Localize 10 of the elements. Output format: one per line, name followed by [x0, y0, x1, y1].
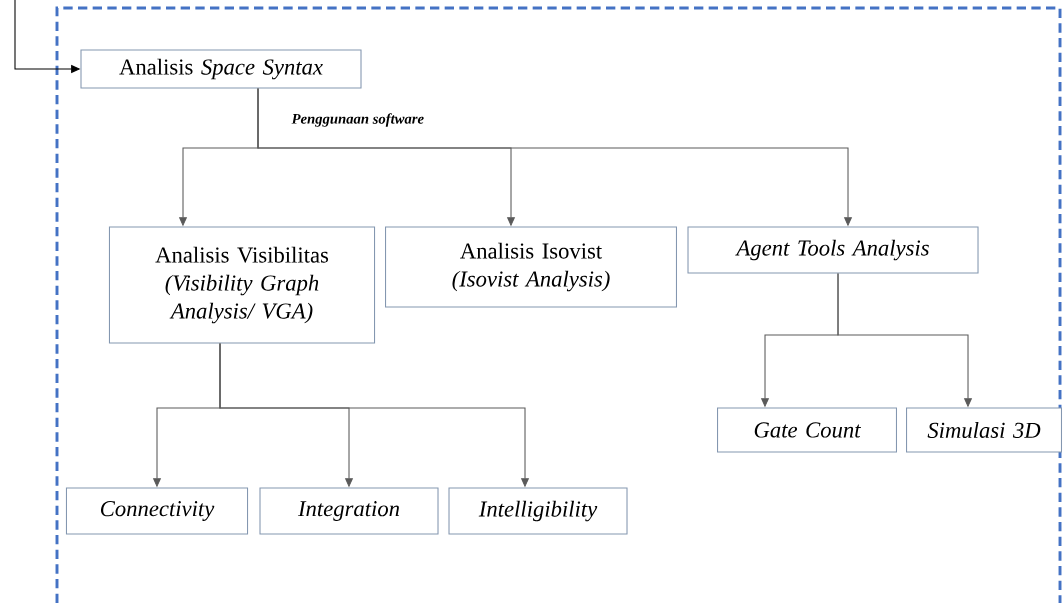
process-box: Analisis Space Syntax — [80, 49, 362, 89]
process-box: Simulasi 3D — [906, 407, 1062, 453]
process-box: Intelligibility — [448, 487, 628, 535]
process-box: Analisis Visibilitas (Visibility Graph Analysis/ VGA) — [108, 226, 376, 344]
process-box: Analisis Isovist (Isovist Analysis) — [385, 226, 677, 308]
process-box: Gate Count — [717, 407, 897, 453]
process-box: Agent Tools Analysis — [687, 226, 979, 274]
process-box: Integration — [259, 487, 439, 535]
note-text: Penggunaan software — [291, 113, 424, 127]
process-box: Connectivity — [65, 487, 249, 535]
